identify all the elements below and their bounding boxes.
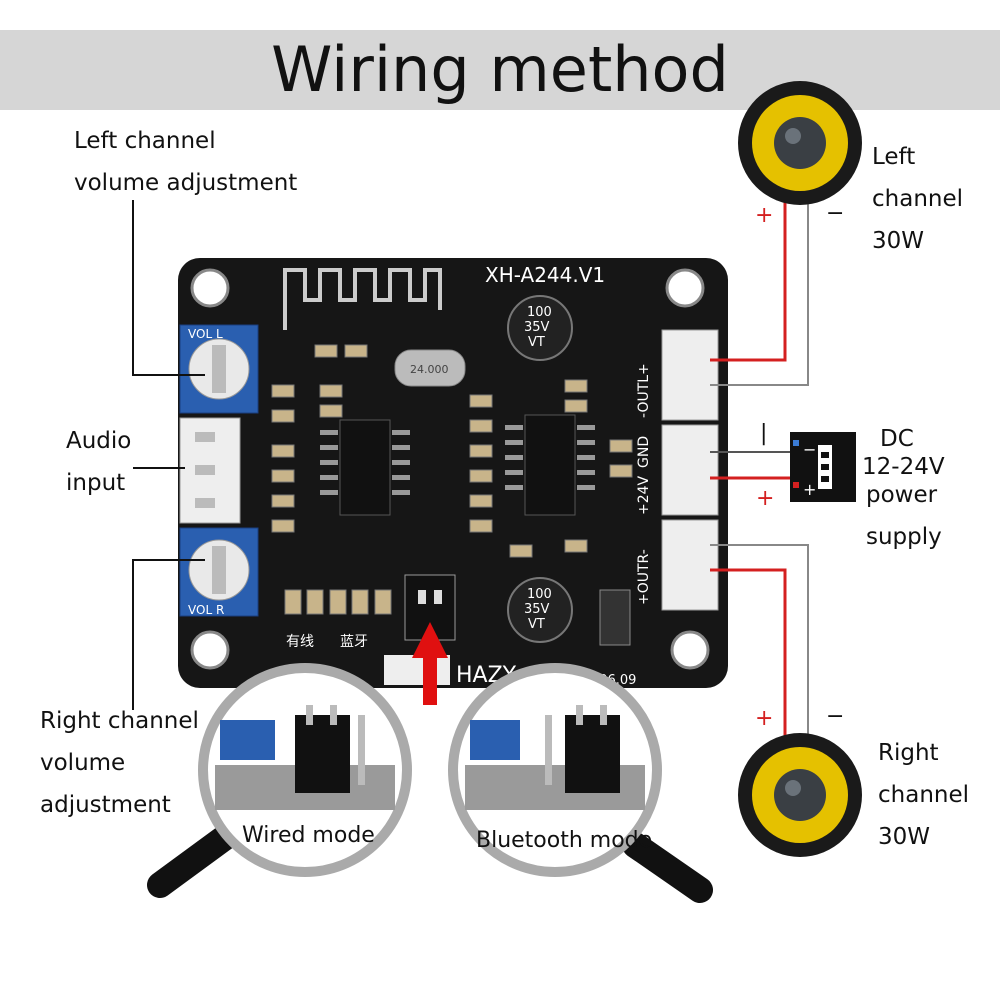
svg-text:35V: 35V — [524, 320, 550, 335]
jumper-bt-label: 蓝牙 — [340, 634, 368, 650]
right-minus-mark: − — [826, 704, 844, 729]
label-right-speaker-3: 30W — [878, 824, 931, 850]
svg-text:+: + — [803, 480, 816, 499]
left-speaker-icon — [738, 81, 862, 205]
label-power-2: 12-24V — [862, 454, 945, 480]
magnifier-left-handle — [147, 817, 248, 898]
label-left-speaker-2: channel — [872, 186, 964, 212]
outr-label: +OUTR- — [636, 549, 652, 605]
label-power-3: power — [866, 482, 938, 508]
label-power-4: supply — [866, 524, 942, 550]
power-connector — [661, 424, 719, 516]
magnifier-right — [448, 663, 662, 877]
label-left-volume-1: Left channel — [74, 128, 216, 154]
crystal-label: 24.000 — [410, 363, 449, 376]
capacitor-bottom — [507, 577, 573, 643]
antenna-trace — [283, 268, 442, 330]
mount-hole-tr — [665, 268, 705, 308]
left-minus-mark: − — [826, 201, 844, 226]
wire-right-minus — [710, 544, 809, 740]
gnd-pipe-mark: | — [760, 421, 767, 446]
arrow-up — [412, 622, 448, 705]
leader-left-volume — [132, 200, 205, 376]
chip-left — [339, 419, 391, 516]
label-right-speaker-2: channel — [878, 782, 970, 808]
gnd-label: GND — [636, 436, 652, 468]
svg-text:VT: VT — [528, 335, 545, 350]
page-title: Wiring method — [271, 33, 729, 106]
svg-text:100: 100 — [527, 587, 552, 602]
label-left-speaker-3: 30W — [872, 228, 925, 254]
label-right-volume-2: volume — [40, 750, 126, 776]
wired-mode-label: Wired mode — [242, 823, 375, 848]
label-power-1: DC — [880, 426, 914, 452]
outr-connector — [661, 519, 719, 611]
vol-l-label: VOL L — [188, 327, 223, 341]
svg-text:100: 100 — [527, 305, 552, 320]
wire-left-plus — [710, 200, 787, 362]
label-right-volume-1: Right channel — [40, 708, 199, 734]
mount-hole-tl — [190, 268, 230, 308]
label-right-speaker-1: Right — [878, 740, 939, 766]
outl-connector — [661, 329, 719, 421]
diode — [599, 589, 631, 646]
label-left-volume-2: volume adjustment — [74, 170, 298, 196]
mount-hole-br — [670, 630, 710, 670]
label-right-volume-3: adjustment — [40, 792, 171, 818]
magnifier-right-handle — [622, 832, 713, 903]
svg-text:VT: VT — [528, 617, 545, 632]
bluetooth-mode-label: Bluetooth mode — [476, 828, 653, 853]
label-left-speaker-1: Left — [872, 144, 916, 170]
jumper-wired-label: 有线 — [286, 634, 314, 650]
wire-left-minus — [710, 200, 809, 386]
wire-right-plus — [710, 568, 787, 740]
leader-right-volume — [132, 559, 205, 710]
power-plus-mark: + — [756, 486, 774, 511]
right-plus-mark: + — [755, 706, 773, 731]
amplifier-board — [178, 258, 728, 688]
svg-text:−: − — [803, 440, 816, 459]
mount-hole-bl — [190, 630, 230, 670]
dc-power-icon: − + — [790, 432, 856, 502]
capacitor-top — [507, 295, 573, 361]
board-model: XH-A244.V1 — [485, 263, 605, 287]
label-audio-1: Audio — [66, 428, 132, 454]
left-plus-mark: + — [755, 203, 773, 228]
vol-r-label: VOL R — [188, 603, 224, 617]
chip-right — [524, 414, 576, 516]
svg-text:35V: 35V — [524, 602, 550, 617]
right-speaker-icon — [738, 733, 862, 857]
label-audio-2: input — [66, 470, 126, 496]
v24-label: +24V — [636, 475, 652, 515]
magnifier-left — [198, 663, 412, 877]
crystal — [394, 349, 466, 387]
outl-label: -OUTL+ — [636, 363, 652, 418]
